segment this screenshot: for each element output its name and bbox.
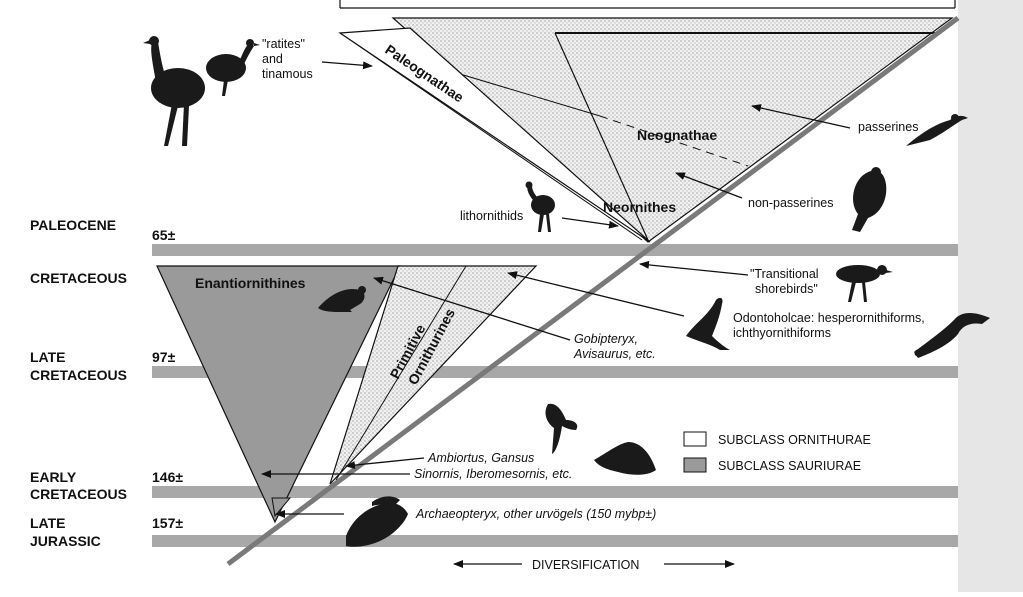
lithornithid-icon [525,181,555,232]
annot-sinornis: Sinornis, Iberomesornis, etc. [414,467,572,481]
shorebird-icon [836,265,893,302]
era-labels: PALEOCENE 65± CRETACEOUS LATE CRETACEOUS… [30,217,183,549]
arrow-ratites [321,61,373,70]
age-146: 146± [152,469,183,485]
arrow-non-passerines [675,172,743,199]
era-early-cretaceous-1: EARLY [30,469,77,485]
label-neognathae: Neognathae [637,127,717,143]
era-late-cretaceous-2: CRETACEOUS [30,367,127,383]
annot-transitional-2: shorebirds" [755,282,818,296]
legend-swatch-sauriurae [683,457,707,473]
arrow-odontoholcae [507,271,685,317]
legend-ornithurae: SUBCLASS ORNITHURAE [718,433,871,447]
paleognathae-branch [338,27,651,243]
legend: SUBCLASS ORNITHURAE SUBCLASS SAURIURAE [683,431,871,473]
era-early-cretaceous-2: CRETACEOUS [30,486,127,502]
page-edge [958,0,1023,592]
ostrich-icon [143,36,205,146]
ornithurae-stem [226,15,960,567]
label-neornithes: Neornithes [603,199,676,215]
age-65: 65± [152,227,176,243]
annot-non-passerines: non-passerines [748,196,833,210]
era-late-jurassic-2: JURASSIC [30,533,101,549]
hesperornis-icon [686,297,730,350]
era-cretaceous: CRETACEOUS [30,270,127,286]
diversification-label: DIVERSIFICATION [532,558,639,572]
annot-ratites-2: and [262,52,283,66]
age-157: 157± [152,515,183,531]
passerine-left-line [554,32,649,241]
tinamou-icon [206,39,260,96]
annot-ratites-1: "ratites" [262,37,305,51]
annot-lithornithids: lithornithids [460,209,523,223]
arrow-lithornithids [561,217,619,229]
age-97: 97± [152,349,176,365]
arrow-passerines [751,104,851,129]
arrow-transitional [639,260,749,276]
top-bracket [339,0,956,9]
primitive-inner-line [335,265,467,481]
paleognathae-edge [339,32,643,241]
ichthyornis-icon [914,313,990,358]
primitive-ornithurines-triangle [329,265,538,485]
neognathae-dashed-line [599,115,749,167]
arrow-ambiortus [345,457,425,470]
legend-swatch-ornithurae [683,431,707,447]
archaeopteryx-icon [346,496,408,547]
band-157 [152,535,958,547]
annot-odonto-2: ichthyornithiforms [733,326,831,340]
annot-passerines: passerines [858,120,918,134]
annot-gobipteryx-1: Gobipteryx, [574,332,638,346]
bird-silhouettes [143,36,990,547]
annot-transitional-1: "Transitional [750,267,819,281]
archaeopteryx-stub [271,497,292,518]
enantiornithine-bird-icon [318,286,366,312]
band-65 [152,244,958,256]
label-enantiornithines: Enantiornithines [195,275,306,291]
enantiornithines-triangle [156,265,401,524]
annotations: "ratites" and tinamous passerines non-pa… [262,37,925,521]
diversification-axis: DIVERSIFICATION [453,558,735,572]
annot-gobipteryx-2: Avisaurus, etc. [573,347,656,361]
annot-odonto-1: Odontoholcae: hesperornithiforms, [733,311,925,325]
sinornis-icon [594,442,656,475]
era-late-cretaceous-1: LATE [30,349,66,365]
passerine-icon [906,114,968,146]
arrow-gobipteryx [373,276,571,341]
era-paleocene: PALEOCENE [30,217,116,233]
arrows [261,61,851,518]
ambiortus-icon [545,403,578,454]
band-97 [152,366,958,378]
annot-ratites-3: tinamous [262,67,313,81]
hawk-icon [852,167,887,232]
band-146 [152,486,958,498]
annot-ambiortus: Ambiortus, Gansus [427,451,534,465]
annot-archaeopteryx: Archaeopteryx, other urvögels (150 mybp±… [415,507,656,521]
era-late-jurassic-1: LATE [30,515,66,531]
legend-sauriurae: SUBCLASS SAURIURAE [718,459,861,473]
